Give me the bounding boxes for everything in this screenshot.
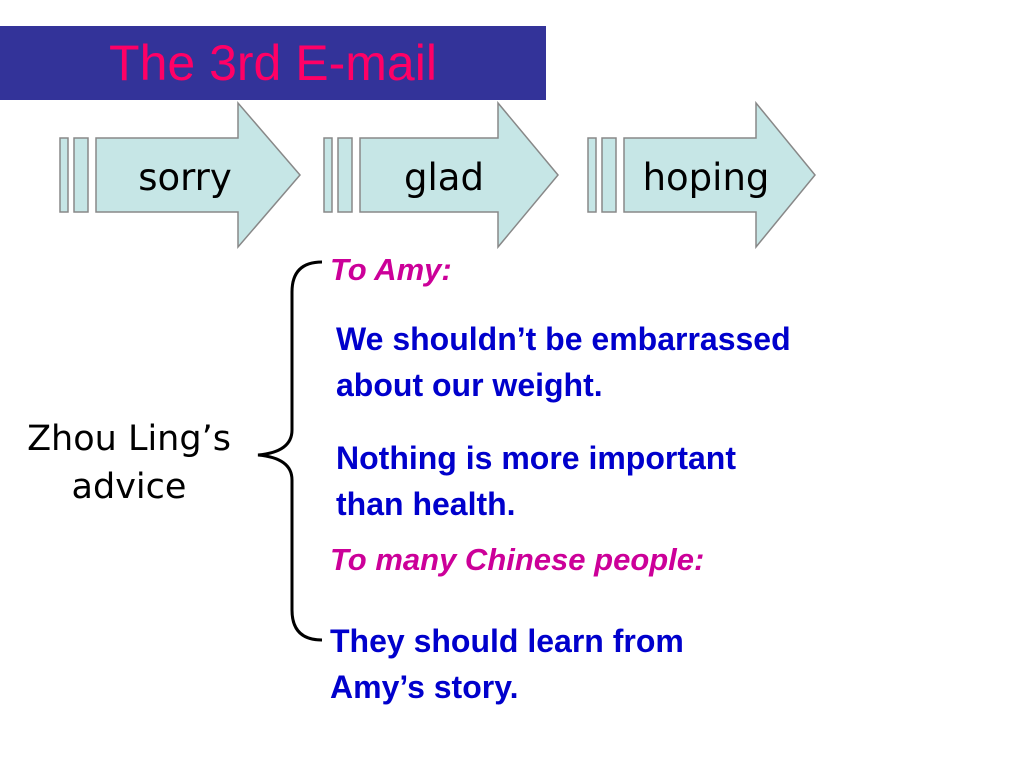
advice-health: Nothing is more important than health.	[336, 435, 736, 527]
arrow-label-glad: glad	[404, 156, 484, 199]
advice-learn-line1: They should learn from	[330, 623, 684, 659]
advice-learn-line2: Amy’s story.	[330, 669, 519, 705]
arrow-label-hoping: hoping	[642, 156, 770, 199]
advice-health-line2: than health.	[336, 486, 516, 522]
slide-title: The 3rd E-mail	[109, 35, 437, 91]
brace-label-line2: advice	[71, 467, 187, 507]
arrow-label-sorry: sorry	[138, 156, 232, 199]
advice-weight-line2: about our weight.	[336, 367, 603, 403]
brace-label-line1: Zhou Ling’s	[27, 419, 231, 459]
advice-health-line1: Nothing is more important	[336, 440, 736, 476]
curly-brace	[257, 260, 323, 642]
advice-learn: They should learn from Amy’s story.	[330, 618, 684, 710]
arrow-sorry	[59, 100, 301, 250]
title-bar: The 3rd E-mail	[0, 26, 546, 100]
brace-label: Zhou Ling’s advice	[0, 415, 258, 511]
arrow-hoping	[587, 100, 816, 250]
arrow-glad	[323, 100, 559, 250]
advice-weight: We shouldn’t be embarrassed about our we…	[336, 316, 791, 408]
advice-weight-line1: We shouldn’t be embarrassed	[336, 321, 791, 357]
to-amy-heading: To Amy:	[330, 252, 452, 287]
to-chinese-heading: To many Chinese people:	[330, 542, 705, 577]
